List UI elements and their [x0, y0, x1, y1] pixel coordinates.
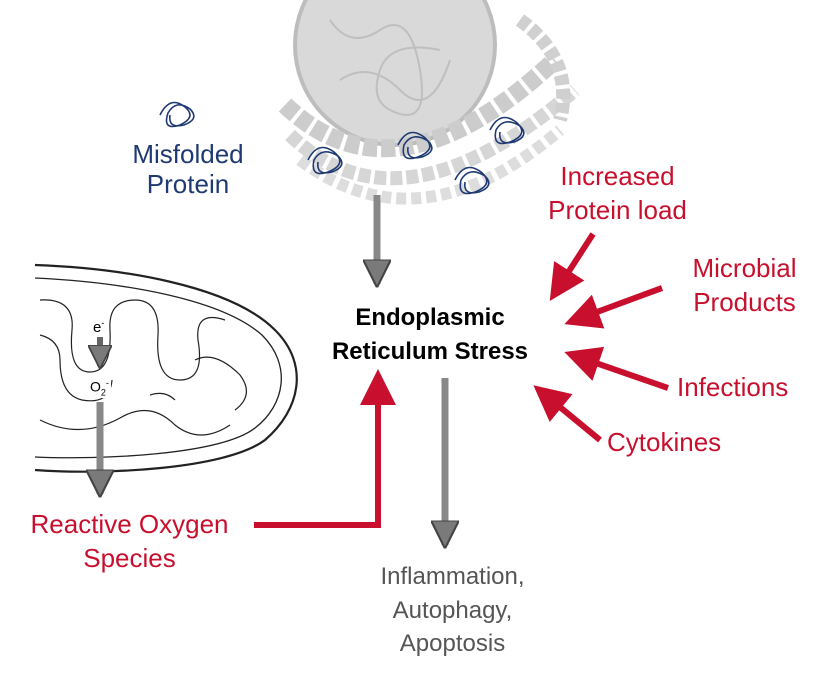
protein-load-line-1: Increased [560, 161, 675, 191]
arrow-protein-load-to-stress [549, 232, 596, 302]
infections-label: Infections [677, 372, 789, 402]
superoxide-subscript: 2 [100, 387, 106, 398]
superoxide-symbol: O [90, 378, 101, 395]
er-stress-line-1: Endoplasmic [355, 304, 505, 331]
protein-tangle-icon [489, 116, 525, 145]
outcome-autophagy: Autophagy, [392, 596, 513, 624]
superoxide-label: O2- [88, 378, 111, 398]
mitochondrion-illustration [34, 263, 298, 473]
misfolded-protein-label: Misfolded Protein [118, 139, 258, 200]
misfolded-protein-line-1: Misfolded [132, 139, 244, 169]
superoxide-charge: - [105, 378, 109, 388]
arrow-cytokines-to-stress [533, 385, 602, 443]
protein-tangle-icon [159, 101, 195, 128]
outcome-inflammation: Inflammation, [380, 563, 525, 590]
arrow-ros-to-stress [254, 369, 396, 528]
er-stress-line-2: Reticulum Stress [331, 337, 529, 365]
er-nucleus-illustration [270, 0, 580, 205]
er-stress-label: Endoplasmic Reticulum Stress [300, 301, 560, 368]
reactive-oxygen-species-label: Reactive Oxygen Species [12, 508, 247, 576]
electron-symbol: e [93, 319, 102, 336]
misfolded-protein-tangles [159, 101, 525, 195]
misfolded-protein-line-2: Protein [146, 168, 230, 199]
electron-charge: - [101, 318, 105, 328]
protein-tangle-icon [397, 131, 433, 160]
protein-load-line-2: Protein load [548, 194, 687, 225]
increased-protein-load-label: Increased Protein load [520, 160, 715, 228]
protein-tangle-icon [307, 146, 343, 175]
cytokines-label: Cytokines [607, 427, 722, 457]
outcomes-label: Inflammation, Autophagy, Apoptosis [345, 560, 560, 661]
outcome-apoptosis: Apoptosis [399, 630, 506, 658]
arrow-microbial-to-stress [564, 285, 664, 329]
electron-label: e- [93, 318, 104, 336]
arrow-infections-to-stress [564, 346, 669, 391]
protein-tangle-icon [454, 166, 490, 195]
microbial-line-1: Microbial [692, 253, 797, 283]
microbial-products-label: Microbial Products [672, 252, 817, 320]
microbial-line-2: Products [693, 286, 796, 317]
ros-line-1: Reactive Oxygen [30, 509, 229, 539]
ros-line-2: Species [83, 542, 176, 573]
